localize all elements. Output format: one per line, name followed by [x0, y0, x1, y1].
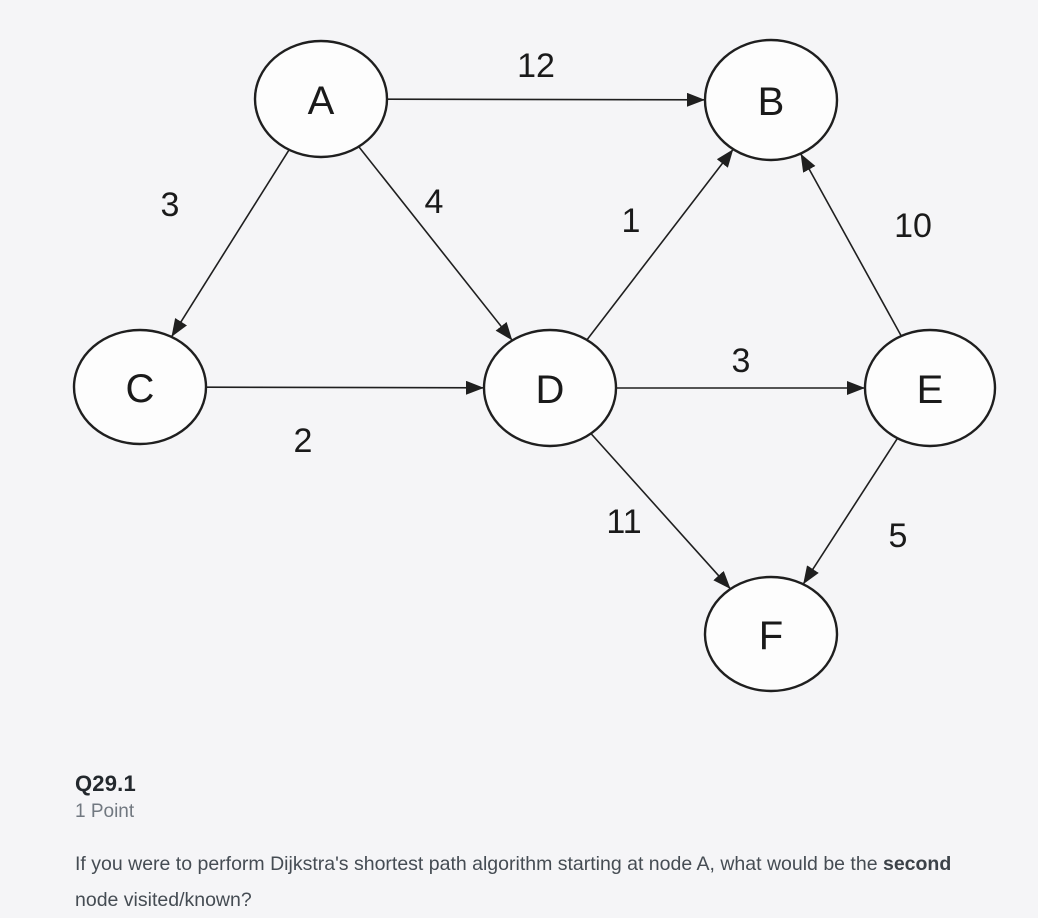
- edge-weight-E-F: 5: [889, 517, 908, 555]
- edge-weight-C-D: 2: [294, 422, 313, 460]
- edge-weight-E-B: 10: [894, 207, 932, 245]
- edge-weight-A-B: 12: [517, 47, 555, 85]
- question-points: 1 Point: [75, 801, 135, 822]
- edge-weight-A-C: 3: [161, 186, 180, 224]
- question-text-bold: second: [882, 853, 952, 875]
- edge-A-D: [358, 146, 513, 341]
- edge-weight-A-D: 4: [425, 183, 444, 221]
- edge-E-B: [799, 153, 902, 337]
- edge-E-F: [802, 437, 899, 585]
- node-D: [482, 328, 618, 448]
- question-text-after: node visited/known?: [75, 889, 252, 911]
- question-block: Q29.1 1 Point If you were to perform Dij…: [75, 770, 980, 918]
- node-F: [703, 575, 839, 693]
- graph-diagram: A B C D E F 12 3 4 1 10 2 3 11 5: [72, 38, 997, 693]
- edge-C-D: [205, 380, 485, 395]
- node-E: [863, 328, 997, 448]
- edge-weight-D-F: 11: [606, 503, 641, 541]
- node-label-B: B: [758, 80, 785, 124]
- question-number: Q29.1: [75, 771, 136, 796]
- question-text: If you were to perform Dijkstra's shorte…: [75, 846, 980, 918]
- node-label-E: E: [917, 368, 944, 412]
- node-B: [703, 38, 839, 162]
- node-label-F: F: [759, 614, 783, 658]
- graph-edges: [170, 92, 902, 590]
- node-label-C: C: [126, 367, 155, 411]
- node-label-A: A: [308, 79, 335, 123]
- edge-D-B: [586, 148, 734, 341]
- node-label-D: D: [536, 368, 565, 412]
- edge-A-B: [386, 92, 706, 107]
- graph-nodes: A B C D E F: [72, 38, 997, 693]
- edge-A-C: [170, 149, 290, 338]
- edge-D-F: [590, 432, 732, 590]
- graph-edge-labels: 12 3 4 1 10 2 3 11 5: [161, 47, 932, 555]
- node-C: [72, 328, 208, 446]
- node-A: [253, 39, 389, 159]
- edge-weight-D-E: 3: [732, 342, 751, 380]
- question-text-before: If you were to perform Dijkstra's shorte…: [75, 853, 883, 875]
- edge-weight-D-B: 1: [622, 202, 641, 240]
